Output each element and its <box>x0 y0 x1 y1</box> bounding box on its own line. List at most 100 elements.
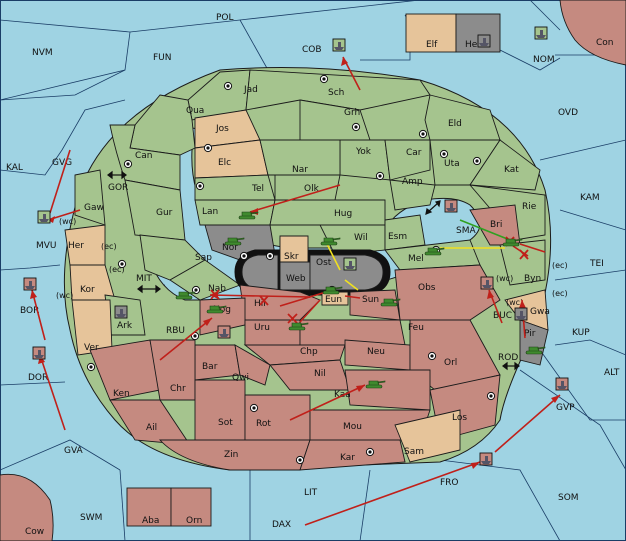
label-eld: Eld <box>448 119 462 129</box>
province-byn[interactable] <box>499 239 546 286</box>
province-qwi[interactable] <box>234 344 271 386</box>
ship-icon <box>37 210 51 224</box>
label-los: Los <box>452 413 467 423</box>
supply-center-icon <box>375 171 385 181</box>
province-central-west <box>241 254 279 291</box>
label-nil: Nil <box>314 369 326 379</box>
label-nor: Nor <box>222 243 238 253</box>
label-dax: DAX <box>272 520 291 530</box>
province-rot[interactable] <box>244 394 311 441</box>
ship-icon <box>332 38 346 52</box>
supply-center-icon <box>439 149 449 159</box>
province-can[interactable] <box>109 124 181 191</box>
label-fro: FRO <box>440 478 459 488</box>
label-her: Her <box>68 241 84 251</box>
label-grh: Grh <box>344 108 360 118</box>
label-gor: GOR <box>108 183 128 193</box>
province-zin[interactable] <box>158 439 311 471</box>
label-kam: KAM <box>580 193 600 203</box>
province-kaa[interactable] <box>344 369 431 411</box>
label-hel: Hel <box>465 40 480 50</box>
province-elf[interactable] <box>405 13 457 53</box>
coast-marker-ec: (ec) <box>552 289 568 298</box>
coast-marker-wc: (wc) <box>506 298 523 307</box>
province-gaw[interactable] <box>74 169 106 226</box>
label-gur: Gur <box>156 208 173 218</box>
ship-icon <box>217 325 231 339</box>
province-car[interactable] <box>384 139 431 181</box>
province-cow[interactable] <box>0 473 54 541</box>
label-qua: Qua <box>186 106 204 116</box>
supply-center-icon <box>427 351 437 361</box>
province-kat[interactable] <box>469 139 541 191</box>
tank-icon <box>380 298 401 307</box>
label-esm: Esm <box>388 232 407 242</box>
label-dor: DOR <box>28 373 48 383</box>
label-ovd: OVD <box>558 108 578 118</box>
label-swm: SWM <box>80 513 102 523</box>
label-sun: Sun <box>362 295 379 305</box>
label-aba: Aba <box>142 516 159 526</box>
label-amp: Amp <box>402 177 423 187</box>
province-gur[interactable] <box>124 179 186 241</box>
label-mvu: MVU <box>36 241 57 251</box>
province-con[interactable] <box>559 0 626 66</box>
ship-icon <box>114 305 128 319</box>
label-mit: MIT <box>136 274 152 284</box>
label-kat: Kat <box>504 165 519 175</box>
province-hug[interactable] <box>269 199 386 226</box>
supply-center-icon <box>265 251 275 261</box>
label-rod: ROD <box>498 353 518 363</box>
label-uta: Uta <box>444 159 460 169</box>
province-skr-box[interactable] <box>279 235 309 263</box>
label-eun: Eun <box>325 295 342 305</box>
x-mark-icon <box>519 249 529 260</box>
label-elc: Elc <box>218 158 231 168</box>
label-uru: Uru <box>254 323 270 333</box>
province-amp[interactable] <box>389 179 436 211</box>
supply-center-icon <box>239 251 249 261</box>
label-tel: Tel <box>251 184 264 194</box>
province-orn[interactable] <box>170 487 212 527</box>
tank-icon <box>424 247 445 256</box>
coast-marker-wc: (wc) <box>59 217 76 226</box>
label-sam: Sam <box>404 447 424 457</box>
label-rbu: RBU <box>166 326 185 336</box>
units <box>23 26 569 466</box>
label-kar: Kar <box>340 453 355 463</box>
province-ost[interactable] <box>309 254 384 291</box>
tank-icon <box>525 346 546 355</box>
province-aba[interactable] <box>126 487 172 527</box>
supply-center-icon <box>117 259 127 269</box>
label-bri: Bri <box>490 220 502 230</box>
label-rie: Rie <box>522 202 537 212</box>
supply-center-icon <box>365 447 375 457</box>
label-con: Con <box>596 38 614 48</box>
label-elf: Elf <box>426 40 438 50</box>
double-arrow-icon <box>425 200 441 215</box>
ship-icon <box>534 26 548 40</box>
label-nom: NOM <box>533 55 555 65</box>
province-obs[interactable] <box>394 264 501 321</box>
province-eun[interactable] <box>321 291 349 306</box>
coast-marker-wc: (wc) <box>496 274 513 283</box>
label-obs: Obs <box>418 283 436 293</box>
province-sot[interactable] <box>194 379 246 441</box>
label-car: Car <box>406 148 422 158</box>
supply-center-icon <box>418 129 428 139</box>
tank-icon <box>365 380 386 389</box>
ship-icon <box>555 377 569 391</box>
province-sam[interactable] <box>394 409 461 463</box>
label-sch: Sch <box>328 88 344 98</box>
label-lit: LIT <box>304 488 318 498</box>
label-chp: Chp <box>300 347 318 357</box>
label-qwi: Qwi <box>232 373 249 383</box>
double-arrow-icon <box>107 170 127 180</box>
tank-icon <box>322 286 343 295</box>
label-web: Web <box>286 274 306 284</box>
x-mark-icon <box>259 295 269 306</box>
label-orl: Orl <box>444 358 457 368</box>
label-cow: Cow <box>25 527 44 537</box>
